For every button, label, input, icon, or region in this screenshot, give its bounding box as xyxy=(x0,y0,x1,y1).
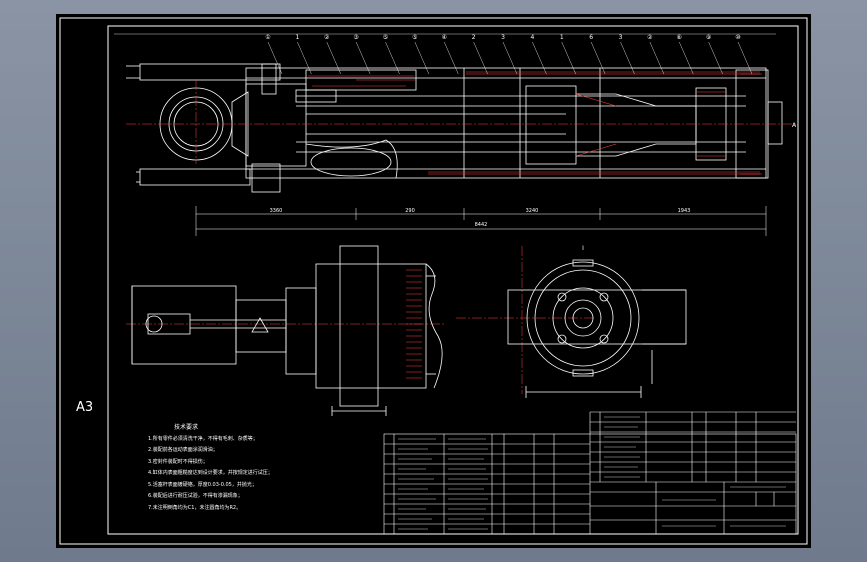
sheet-size-label: A3 xyxy=(76,400,94,415)
technical-requirements: 技术要求 1.所有零件必须清洗干净，不得有毛刺、杂质等； 2.装配前各运动表面涂… xyxy=(148,422,368,514)
balloon-label: 1 xyxy=(560,34,564,41)
balloon-label: ⑧ xyxy=(677,34,682,41)
balloon-leader xyxy=(414,41,430,75)
cylinder-assembly-section xyxy=(114,33,783,193)
balloon-label: 1 xyxy=(295,34,299,41)
balloon-label: 3 xyxy=(501,34,505,41)
balloon-label: ② xyxy=(324,34,330,41)
note-line: 3.密封件装配时不得损伤； xyxy=(148,458,208,465)
balloon-label: ② xyxy=(647,34,653,41)
balloon-leader xyxy=(561,41,576,75)
notes-title: 技术要求 xyxy=(174,424,199,431)
balloon-label: ⑩ xyxy=(735,34,740,41)
balloon-label: ⑨ xyxy=(706,34,711,41)
note-line: 6.装配后进行耐压试验，不得有渗漏现象； xyxy=(148,493,243,499)
dimension-seg-4: 1943 xyxy=(678,208,691,214)
balloon-leader xyxy=(326,41,341,75)
balloon-leader xyxy=(502,41,518,75)
balloon-label: 4 xyxy=(530,34,534,41)
balloon-label: ③ xyxy=(353,34,358,41)
balloon-leader xyxy=(297,41,312,75)
end-view-top-label: I xyxy=(582,245,584,252)
balloon-label: ⑤ xyxy=(383,34,388,41)
title-block-text-ticks xyxy=(398,416,786,530)
note-line: 5.活塞杆表面镀硬铬，厚度0.03-0.05，并抛光； xyxy=(148,481,257,488)
balloon-leader xyxy=(708,41,723,75)
balloon-leader xyxy=(620,41,635,75)
note-line: 4.缸体内表面粗糙度达到设计要求，并按规定进行试压； xyxy=(148,470,273,476)
dimension-overall: 8442 xyxy=(475,222,488,228)
end-view xyxy=(507,259,687,398)
balloon-leader xyxy=(532,41,547,75)
balloon-label: 2 xyxy=(472,34,476,41)
side-view xyxy=(131,245,443,416)
title-block xyxy=(383,411,797,535)
engineering-drawing: ① 1 ② ③ ⑤ ⑤ ④ 2 3 4 1 6 3 ② ⑧ ⑨ ⑩ 8442 3360 290 3240 194… xyxy=(59,17,808,545)
balloon-label: 3 xyxy=(619,34,623,41)
note-line: 2.装配前各运动表面涂润滑油； xyxy=(148,447,218,453)
section-hatching xyxy=(308,71,762,175)
balloon-leader xyxy=(473,41,488,75)
balloon-row: ① 1 ② ③ ⑤ ⑤ ④ 2 3 4 1 6 3 ② ⑧ ⑨ ⑩ xyxy=(265,34,753,75)
note-line: 7.未注明倒角均为C1，未注圆角均为R2。 xyxy=(148,504,242,511)
dimension-seg-2: 290 xyxy=(405,208,415,214)
balloon-label: ⑤ xyxy=(412,34,417,41)
balloon-leader xyxy=(444,41,459,75)
centerlines xyxy=(126,80,796,394)
balloon-leader xyxy=(267,41,283,75)
section-label-a: A xyxy=(792,122,797,129)
dimension-seg-1: 3360 xyxy=(270,208,283,214)
balloon-leader xyxy=(649,41,665,75)
cad-viewport[interactable]: ① 1 ② ③ ⑤ ⑤ ④ 2 3 4 1 6 3 ② ⑧ ⑨ ⑩ 8442 3360 290 3240 194… xyxy=(56,14,811,548)
dimension-lines xyxy=(195,206,767,236)
balloon-leader xyxy=(355,41,371,75)
balloon-leader xyxy=(737,41,753,75)
balloon-leader xyxy=(385,41,400,75)
side-view-hatch xyxy=(406,269,422,379)
balloon-label: 6 xyxy=(589,34,593,41)
balloon-label: ① xyxy=(265,34,270,41)
dimension-seg-3: 3240 xyxy=(526,208,539,214)
note-line: 1.所有零件必须清洗干净，不得有毛刺、杂质等； xyxy=(148,435,258,442)
balloon-label: ④ xyxy=(442,34,447,41)
balloon-leader xyxy=(679,41,694,75)
balloon-leader xyxy=(590,41,606,75)
outer-border xyxy=(59,17,808,545)
